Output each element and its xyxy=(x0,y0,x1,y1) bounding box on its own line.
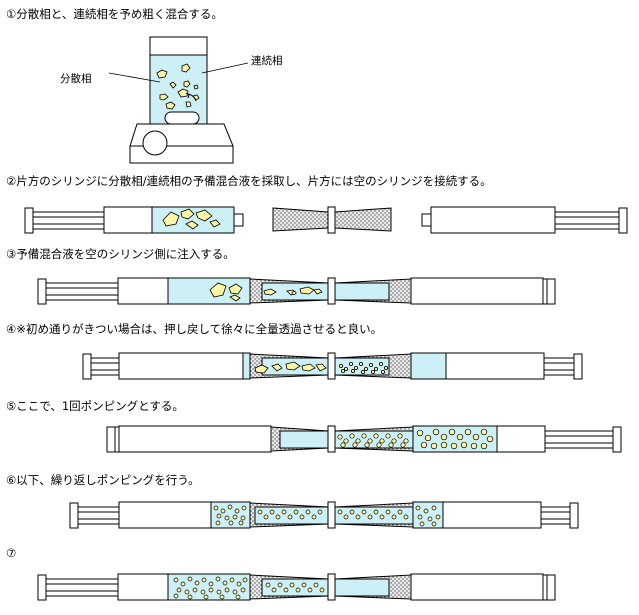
step5-droplets xyxy=(337,428,494,450)
step-7-caption: ⑦ xyxy=(6,546,17,560)
step3-droplets xyxy=(209,282,323,302)
stir-bar xyxy=(164,111,200,125)
step-5-caption: ⑤ここで、1回ポンピングとする。 xyxy=(6,399,184,413)
step2-droplets xyxy=(162,208,221,230)
step4-droplets xyxy=(254,361,388,374)
step2-membrane-holder xyxy=(272,206,392,234)
step2-right-syringe xyxy=(421,206,628,234)
step5-assembly xyxy=(106,425,622,453)
step-1-caption: ①分散相と、連続相を予め粗く混合する。 xyxy=(6,7,223,21)
step-3-caption: ③予備混合液を空のシリンジ側に注入する。 xyxy=(6,247,235,261)
step-4-caption: ④※初め通りがきつい場合は、押し戻して徐々に全量透過させると良い。 xyxy=(6,322,383,336)
step6-droplets xyxy=(213,504,441,527)
step4-assembly xyxy=(82,352,583,380)
step3-assembly xyxy=(37,277,556,305)
step6-assembly xyxy=(69,501,579,529)
beaker-on-stirrer xyxy=(129,36,234,164)
step-2-caption: ②片方のシリンジに分散相/連続相の予備混合液を採取し、片方には空のシリンジを接続… xyxy=(6,174,492,188)
step7-assembly xyxy=(37,573,556,601)
dispersed-phase-label: 分散相 xyxy=(60,73,92,85)
step7-droplets xyxy=(173,576,325,600)
step-6-caption: ⑥以下、繰り返しポンピングを行う。 xyxy=(6,473,200,487)
beaker-rim xyxy=(149,36,208,56)
continuous-phase-label: 連続相 xyxy=(251,55,283,67)
step2-left-syringe xyxy=(24,206,244,234)
stirrer-knob xyxy=(142,130,168,156)
